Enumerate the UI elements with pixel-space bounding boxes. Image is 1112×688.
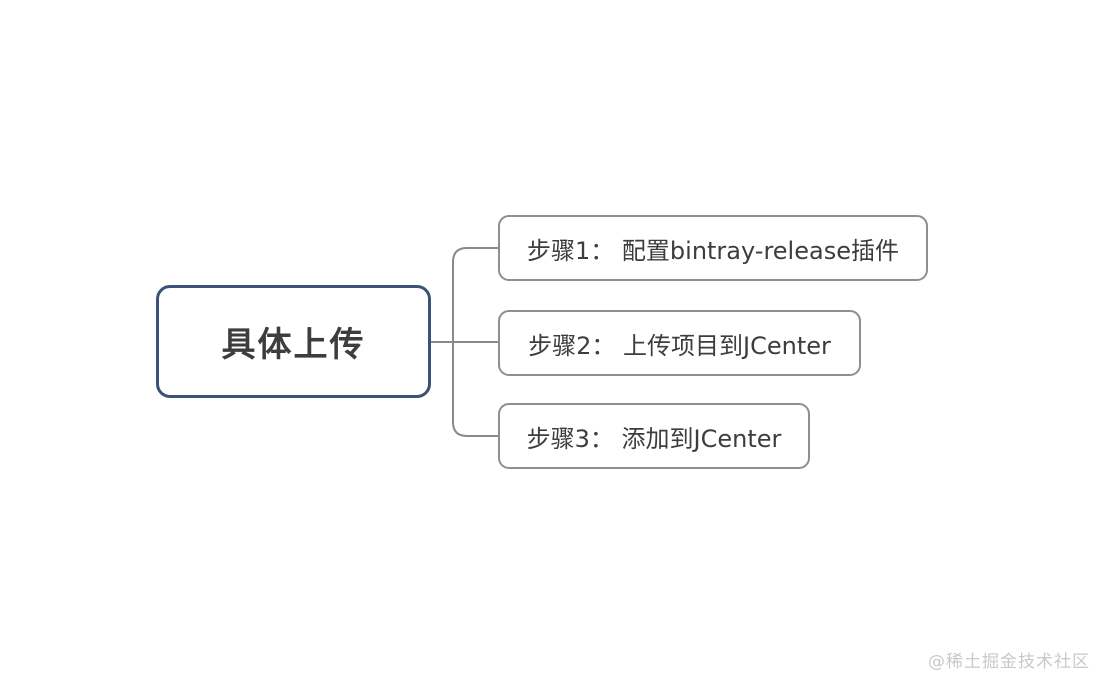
step3-node-label: 步骤3： 添加到JCenter	[526, 424, 782, 453]
step2-node[interactable]: 步骤2： 上传项目到JCenter	[498, 310, 861, 376]
root-node-upload[interactable]: 具体上传	[156, 285, 431, 398]
watermark: @稀土掘金技术社区	[928, 652, 1090, 672]
step3-node[interactable]: 步骤3： 添加到JCenter	[498, 403, 810, 469]
step2-node-label: 步骤2： 上传项目到JCenter	[528, 331, 831, 360]
step1-node-label: 步骤1： 配置bintray-release插件	[527, 236, 899, 265]
connector-root-to-step1	[452, 247, 498, 343]
step1-node[interactable]: 步骤1： 配置bintray-release插件	[498, 215, 928, 281]
root-node-label: 具体上传	[221, 325, 366, 365]
connector-root-to-step3	[452, 341, 498, 437]
